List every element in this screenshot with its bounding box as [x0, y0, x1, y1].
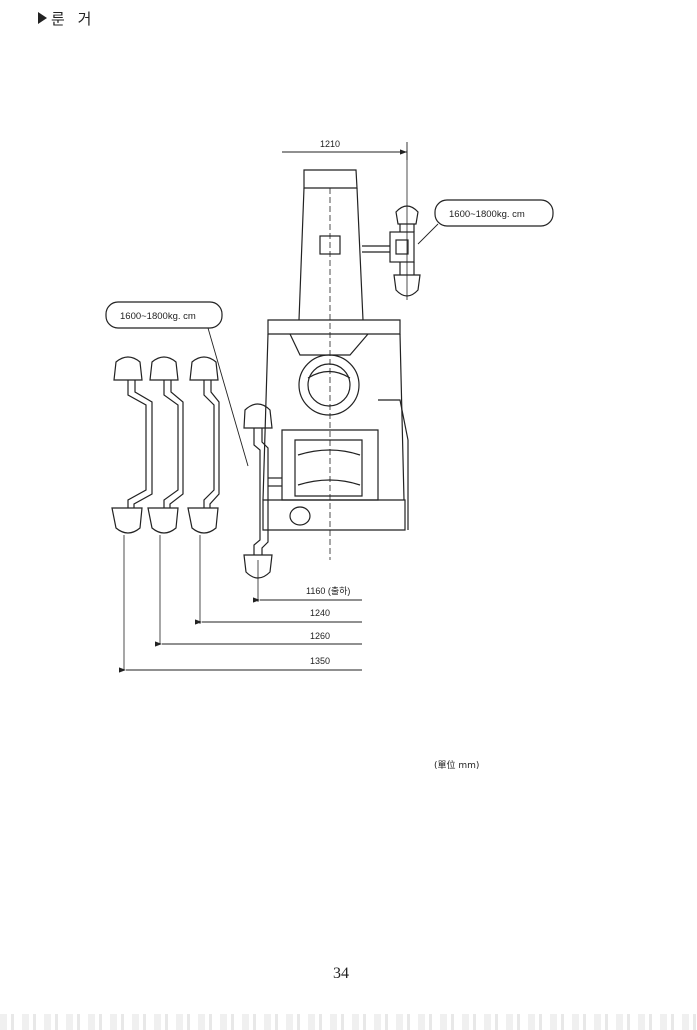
top-right-wheel	[362, 150, 421, 300]
dim-1240: 1240	[310, 608, 330, 618]
dim-1160: 1160 (출하)	[306, 586, 350, 596]
scan-noise-strip	[0, 1014, 697, 1030]
steering-wheel	[298, 354, 360, 416]
section-title: 룬 거	[38, 8, 95, 29]
tractor-body	[262, 169, 409, 560]
page-number: 34	[333, 965, 349, 982]
section-title-text: 룬 거	[51, 10, 96, 28]
callout-left-text: 1600~1800kg. cm	[120, 311, 196, 322]
callout-top-right-box	[434, 199, 554, 227]
wheel-tread-variants	[111, 356, 282, 579]
dim-1260: 1260	[310, 631, 330, 641]
callout-top-right-text: 1600~1800kg. cm	[449, 209, 525, 220]
play-arrow-icon	[38, 12, 47, 24]
callout-left-box	[105, 301, 223, 329]
unit-note: (單位 mm)	[434, 761, 480, 771]
dim-1350: 1350	[310, 656, 330, 666]
dim-top-width: 1210	[320, 139, 340, 149]
